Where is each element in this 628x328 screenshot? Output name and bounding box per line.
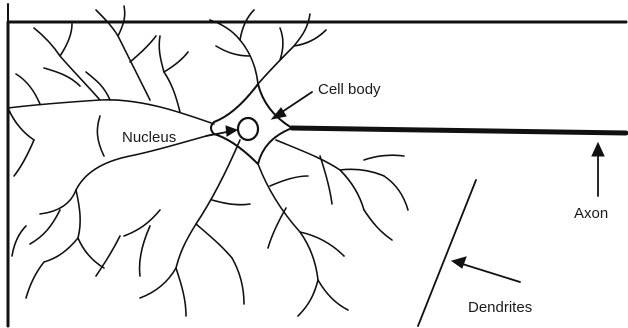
cell-body-arrow — [272, 92, 312, 119]
axon-label: Axon — [574, 205, 608, 222]
cell-body-label: Cell body — [318, 81, 381, 98]
axon-arrow — [592, 143, 604, 196]
cell-body — [211, 84, 292, 164]
nucleus-label: Nucleus — [122, 129, 176, 146]
dendrites-label: Dendrites — [468, 299, 532, 316]
nucleus — [238, 118, 258, 140]
axon — [292, 128, 626, 133]
dendrites — [8, 6, 408, 316]
